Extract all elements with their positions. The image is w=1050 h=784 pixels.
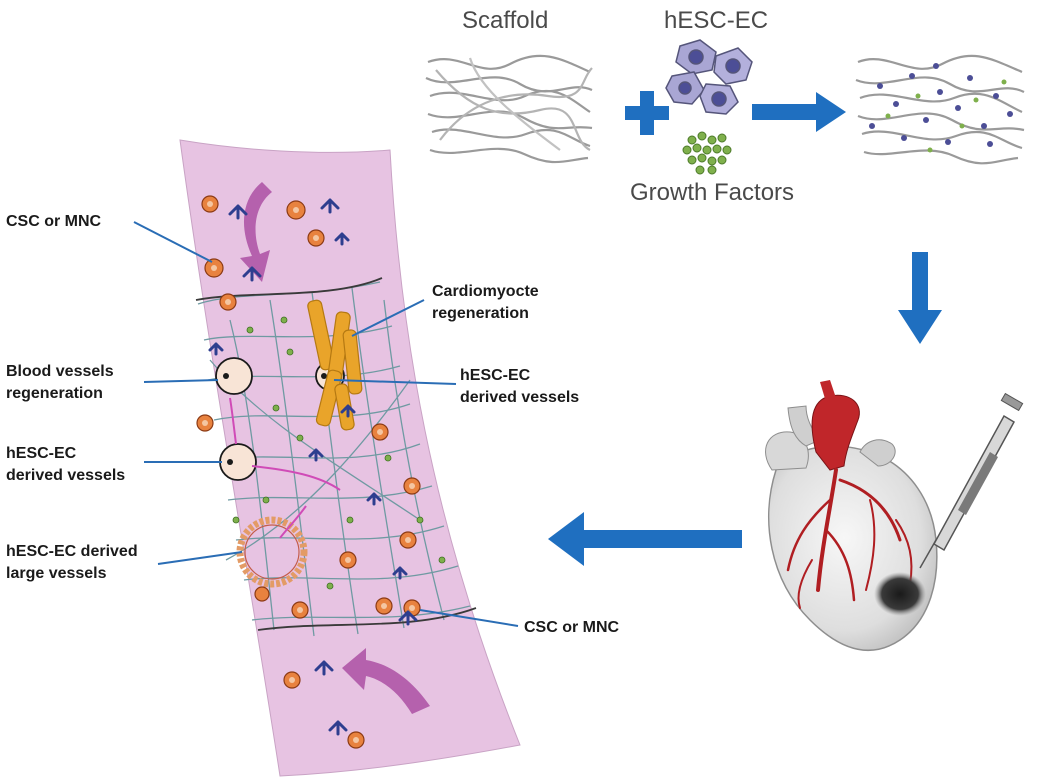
hesc-ec-cells — [665, 39, 753, 115]
label-cardiomyocyte-line2: regeneration — [432, 305, 529, 322]
arrow-down — [898, 252, 942, 344]
growth-factor-beads — [682, 131, 732, 175]
leader-lines — [133, 221, 519, 627]
stem-cell-nuclei — [202, 201, 415, 743]
flow-arrow-top — [240, 182, 272, 282]
flow-arrow-bottom — [342, 648, 430, 714]
label-large-vessels-line1: hESC-EC derived — [6, 543, 138, 560]
growth-factors-group: Growth Factors — [630, 131, 794, 206]
seeded-cells — [869, 63, 1013, 147]
coronary-arteries — [786, 468, 913, 609]
pulmonary-vessel — [859, 439, 896, 467]
label-cardiomyocyte-line1: Cardiomyocte — [432, 283, 539, 300]
arrow-left — [548, 512, 742, 566]
label-hesc-vessels-right-line2: derived vessels — [460, 389, 579, 406]
plus-sign — [625, 91, 669, 135]
seeded-growth-factors — [885, 79, 1007, 153]
seeded-scaffold — [855, 54, 1025, 165]
infarct-zone — [874, 572, 926, 616]
right-atrium — [765, 431, 809, 471]
mesh-boundary-top — [195, 277, 383, 301]
cardiomyocyte-cluster — [307, 299, 363, 431]
tissue-panel — [179, 139, 521, 777]
antibody-marks — [208, 198, 418, 736]
magenta-links — [229, 397, 341, 539]
label-hesc-vessels-left-line1: hESC-EC — [6, 445, 77, 462]
small-green-dots — [232, 316, 446, 590]
aortic-branch — [820, 380, 836, 402]
hesc-ec-group: hESC-EC — [664, 7, 768, 115]
label-blood-vessels-line1: Blood vessels — [6, 363, 114, 380]
label-blood-vessels-line2: regeneration — [6, 385, 103, 402]
hesc-ec-label: hESC-EC — [664, 7, 768, 34]
label-hesc-vessels-left-line2: derived vessels — [6, 467, 125, 484]
scaffold-label: Scaffold — [462, 7, 548, 34]
syringe — [919, 392, 1024, 569]
large-vessel-ring — [236, 516, 308, 588]
aorta — [811, 394, 860, 471]
scaffold-fibers — [425, 54, 593, 164]
scaffold-group: Scaffold — [425, 7, 593, 164]
label-hesc-vessels-right-line1: hESC-EC — [460, 367, 531, 384]
label-csc-mnc-top: CSC or MNC — [6, 213, 102, 230]
heart-illustration — [765, 380, 1024, 652]
annotation-labels: CSC or MNC Cardiomyocte regeneration Blo… — [6, 213, 620, 636]
label-large-vessels-line2: large vessels — [6, 565, 107, 582]
label-csc-mnc-bottom: CSC or MNC — [524, 619, 620, 636]
growth-factors-label: Growth Factors — [630, 179, 794, 206]
arrow-to-seeded-scaffold — [752, 92, 846, 132]
